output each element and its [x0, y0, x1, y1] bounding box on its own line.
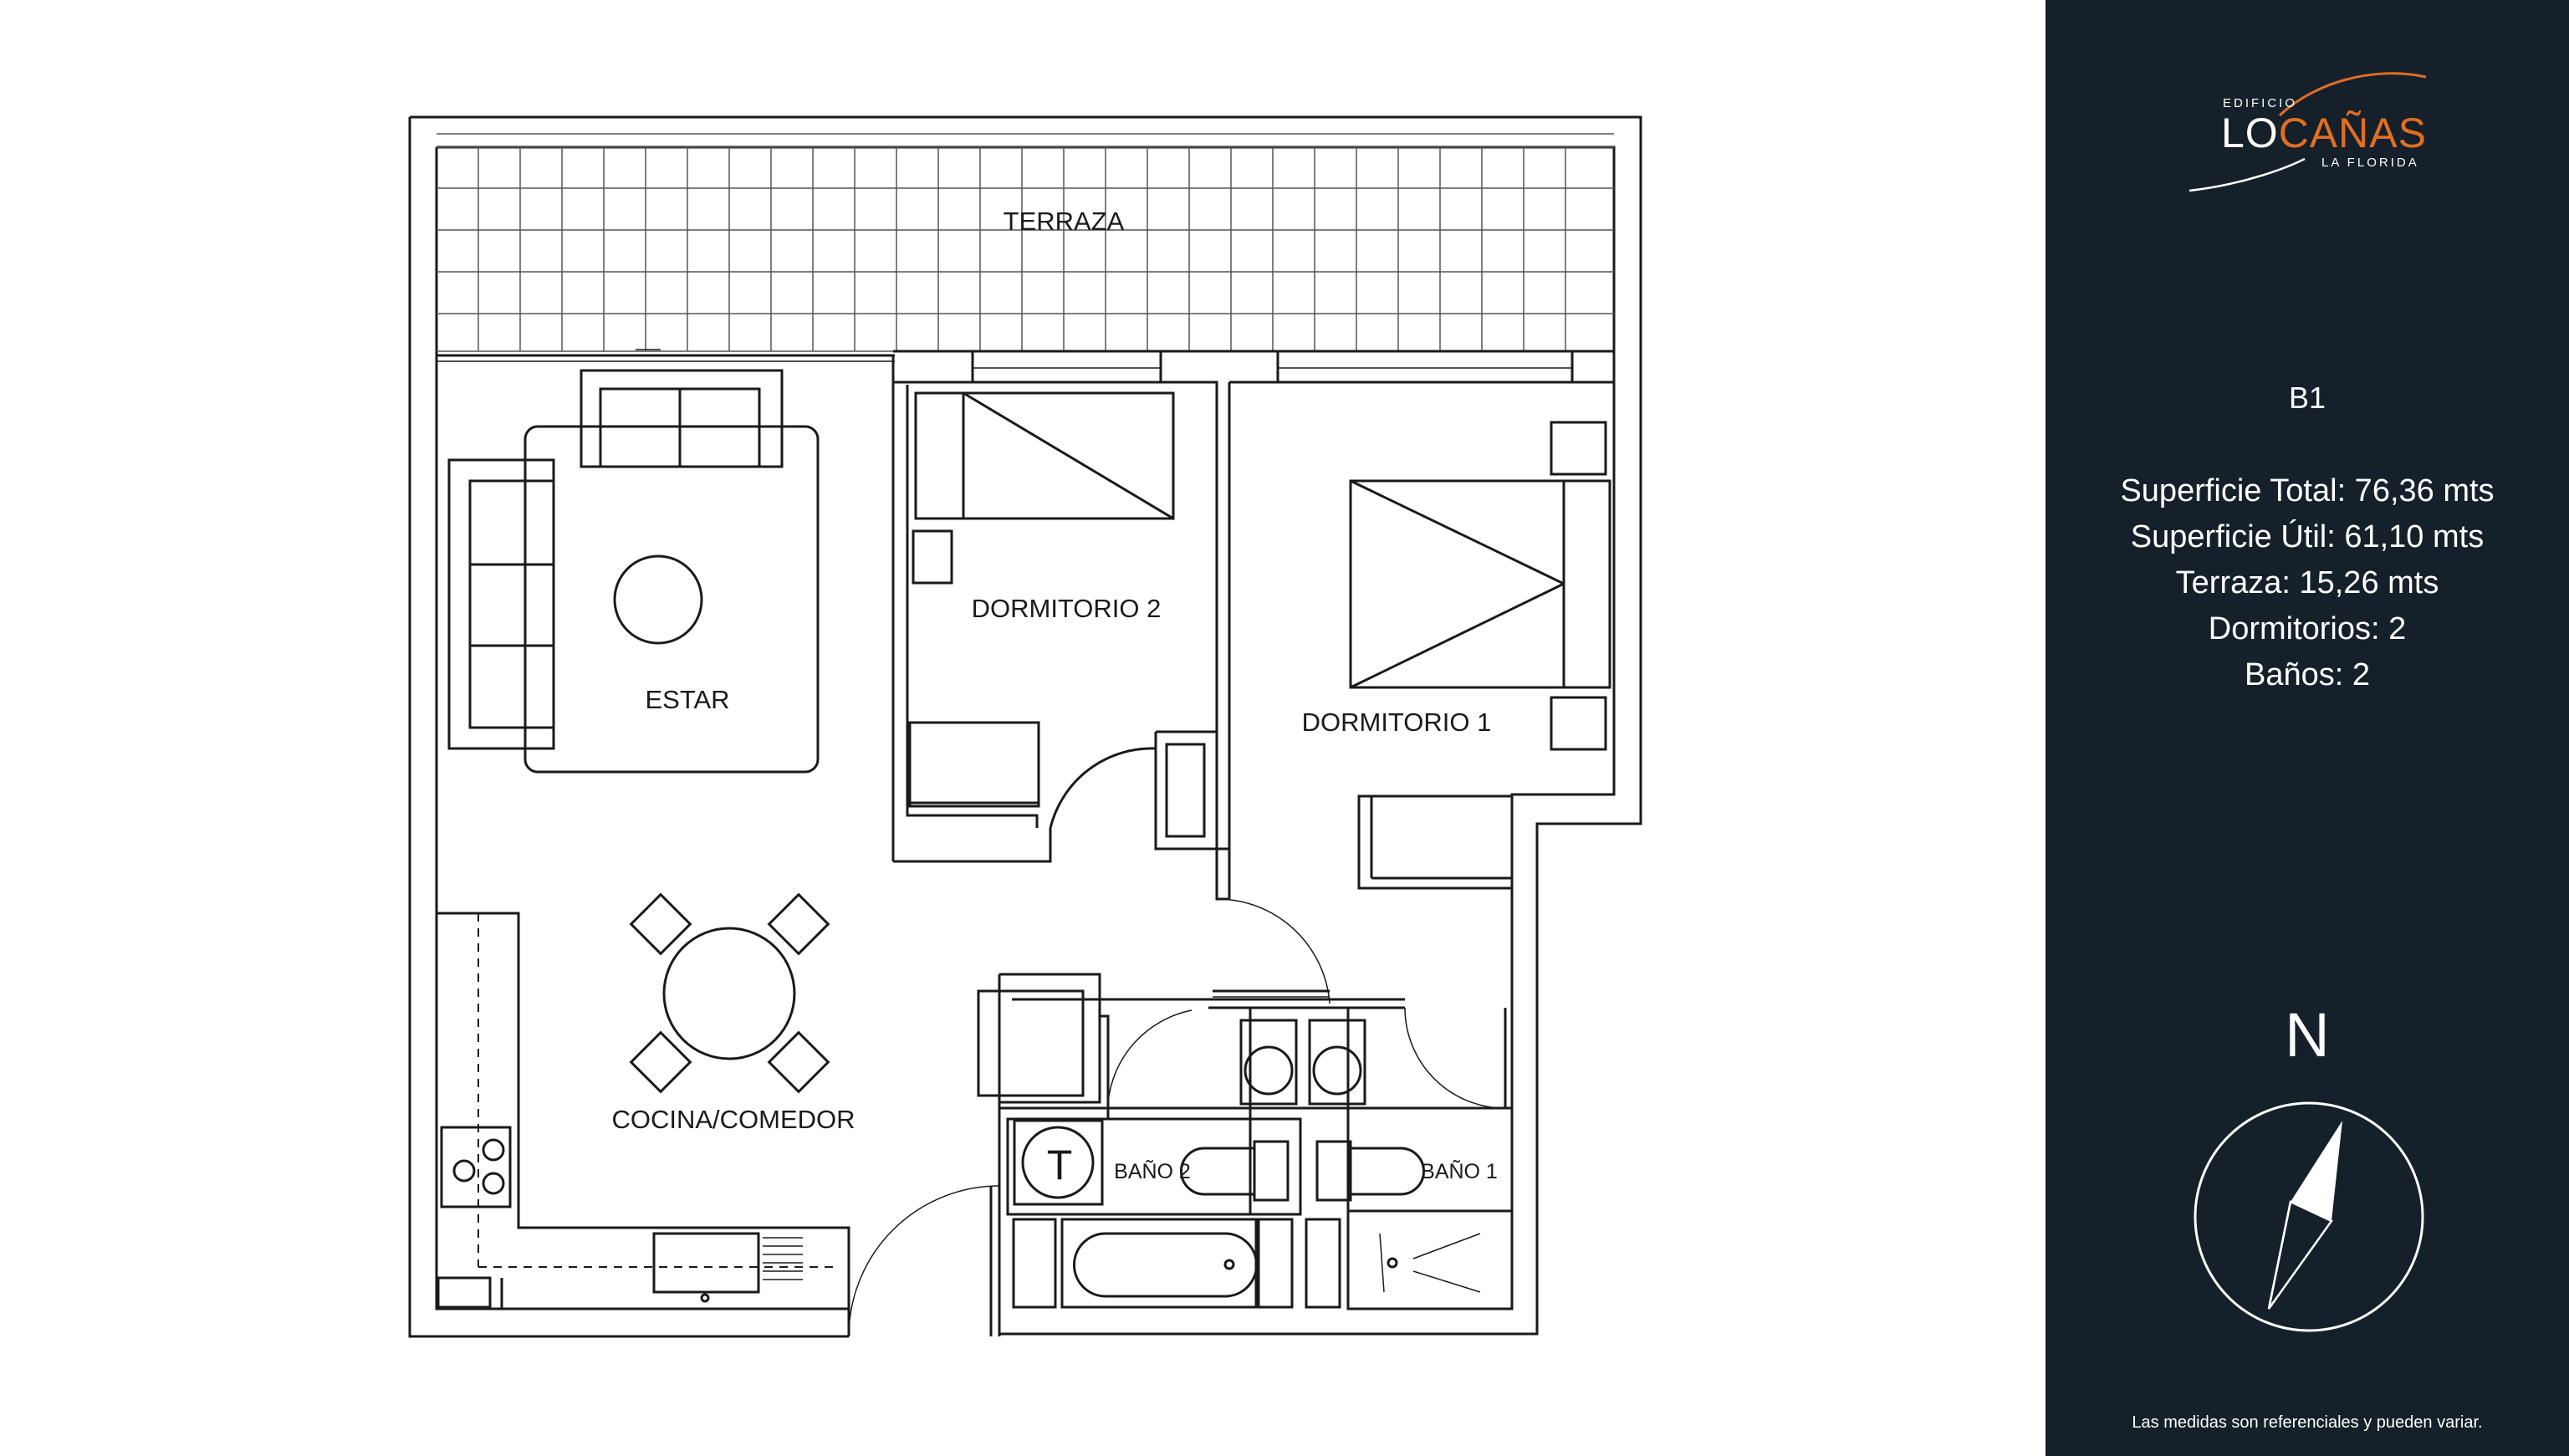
entry-door	[848, 1185, 1000, 1337]
logo-location: LA FLORIDA	[2321, 156, 2419, 170]
spec-superficie-total: Superficie Total: 76,36 mts	[2120, 473, 2495, 508]
hall	[1213, 898, 1330, 1004]
label-bano-2: BAÑO 2	[1114, 1159, 1191, 1183]
label-dormitorio-2: DORMITORIO 2	[972, 594, 1162, 623]
disclaimer: Las medidas son referenciales y pueden v…	[2132, 1413, 2483, 1432]
kitchen	[437, 912, 850, 1309]
logo-wordmark: LOCAÑAS	[2221, 110, 2427, 156]
north-label: N	[2285, 1000, 2330, 1070]
dormitorio-1	[1228, 382, 1611, 895]
logo-canas: CAÑAS	[2278, 110, 2427, 156]
logo-edificio: EDIFICIO	[2223, 96, 2298, 110]
spec-dormitorios: Dormitorios: 2	[2208, 611, 2407, 646]
spec-terraza: Terraza: 15,26 mts	[2175, 565, 2439, 600]
label-bano-1: BAÑO 1	[1421, 1159, 1498, 1183]
spec-banos: Baños: 2	[2245, 657, 2370, 692]
unit-specs: Superficie Total: 76,36 mts Superficie Ú…	[2045, 468, 2569, 698]
info-panel: EDIFICIO LOCAÑAS LA FLORIDA B1 Superfici…	[2045, 0, 2569, 1456]
compass-needle-icon	[2194, 1101, 2424, 1332]
unit-code: B1	[2288, 381, 2326, 415]
bathrooms	[999, 998, 1514, 1310]
brand-logo: EDIFICIO LOCAÑAS LA FLORIDA	[2188, 59, 2439, 209]
estar-furniture	[447, 369, 820, 774]
logo-swoosh-icon	[2189, 72, 2427, 192]
service-zone	[977, 973, 1193, 1309]
label-terraza: TERRAZA	[1004, 207, 1125, 236]
dining-set	[629, 892, 830, 1094]
terrace-tiles	[437, 133, 1614, 352]
water-heater-label: T	[1047, 1142, 1073, 1188]
label-dormitorio-1: DORMITORIO 1	[1302, 708, 1492, 737]
label-cocina-comedor: COCINA/COMEDOR	[611, 1105, 855, 1134]
logo-lo: LO	[2221, 110, 2279, 156]
label-estar: ESTAR	[645, 685, 729, 714]
floor-plan: TERRAZA ESTAR DORMITORIO 2 DORMITORIO 1 …	[408, 115, 1642, 1338]
spec-superficie-util: Superficie Útil: 61,10 mts	[2130, 519, 2485, 554]
dormitorio-2-bed	[908, 391, 1175, 808]
dormitorio-2-walls	[893, 385, 1231, 899]
